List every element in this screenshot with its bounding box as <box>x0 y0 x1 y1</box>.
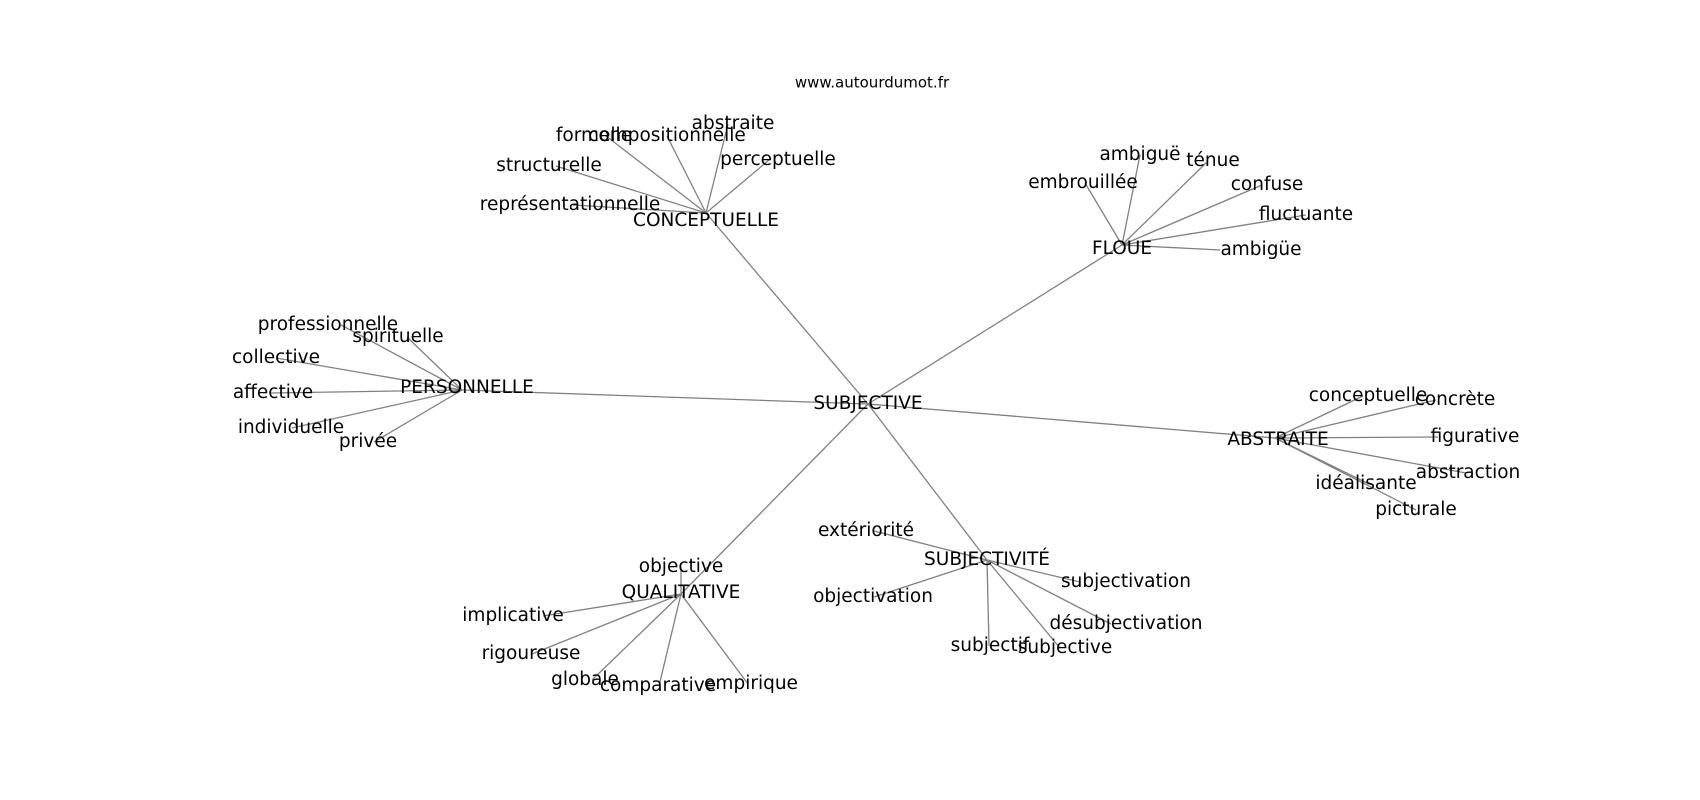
edge-subjectivite-leaf-5 <box>986 559 1061 649</box>
cluster-node-abstraite: ABSTRAITE <box>1227 429 1328 450</box>
leaf-node-abstraite-3: abstraction <box>1416 462 1521 483</box>
leaf-node-subjectivite-3: désubjectivation <box>1049 613 1202 634</box>
edge-floue-leaf-4 <box>1121 214 1307 246</box>
leaf-node-qualitative-3: globale <box>551 669 619 690</box>
edge-conceptuelle-leaf-4 <box>555 165 707 214</box>
edge-qualitative-leaf-1 <box>542 593 682 617</box>
leaf-node-conceptuelle-4: structurelle <box>496 155 602 176</box>
cluster-node-subjectivite: SUBJECTIVITÉ <box>924 548 1050 570</box>
leaf-node-abstraite-1: concrète <box>1415 389 1496 410</box>
edge-root-abstraite <box>867 403 1276 439</box>
edge-root-floue <box>867 244 1123 405</box>
leaf-node-abstraite-2: figurative <box>1431 426 1520 447</box>
edge-floue-leaf-2 <box>1084 182 1123 246</box>
leaf-node-conceptuelle-3: perceptuelle <box>720 149 836 170</box>
edge-subjectivite-leaf-4 <box>986 559 990 647</box>
leaf-node-qualitative-4: comparative <box>600 675 716 696</box>
edge-root-personnelle <box>461 389 869 405</box>
edge-subjectivite-leaf-1 <box>986 559 1081 583</box>
leaf-node-floue-0: ambiguë <box>1099 144 1180 165</box>
edge-abstraite-leaf-3 <box>1274 437 1467 474</box>
leaf-node-personnelle-2: collective <box>232 347 320 368</box>
cluster-node-personnelle: PERSONNELLE <box>400 377 534 398</box>
edge-root-subjectivite <box>867 403 988 561</box>
leaf-node-conceptuelle-5: représentationnelle <box>480 194 660 215</box>
edge-qualitative-leaf-5 <box>680 593 749 685</box>
leaf-node-abstraite-5: picturale <box>1375 499 1457 520</box>
edge-subjectivite-leaf-2 <box>873 559 988 598</box>
edge-qualitative-leaf-2 <box>531 593 682 655</box>
leaf-node-personnelle-0: professionnelle <box>258 314 398 335</box>
leaf-node-conceptuelle-1: compositionnelle <box>588 125 746 146</box>
edge-floue-leaf-1 <box>1121 160 1209 246</box>
edge-qualitative-leaf-4 <box>658 593 682 687</box>
leaf-node-conceptuelle-2: abstraite <box>692 113 775 134</box>
leaf-node-subjectivite-1: subjectivation <box>1061 571 1191 592</box>
edge-floue-leaf-0 <box>1121 154 1141 246</box>
leaf-node-floue-3: confuse <box>1231 174 1303 195</box>
edge-personnelle-leaf-1 <box>406 336 463 391</box>
edge-root-conceptuelle <box>705 212 869 405</box>
leaf-node-conceptuelle-0: formelle <box>556 125 632 146</box>
leaf-node-qualitative-1: implicative <box>462 605 563 626</box>
leaf-node-abstraite-0: conceptuelle <box>1309 385 1428 406</box>
root-node-label: SUBJECTIVE <box>813 393 922 414</box>
leaf-node-subjectivite-5: subjective <box>1018 637 1113 658</box>
leaf-node-qualitative-2: rigoureuse <box>482 643 581 664</box>
edge-subjectivite-leaf-0 <box>873 530 988 561</box>
site-url: www.autourdumot.fr <box>795 74 950 92</box>
leaf-node-qualitative-5: empirique <box>704 673 798 694</box>
edge-conceptuelle-leaf-1 <box>666 135 707 214</box>
leaf-node-floue-1: ténue <box>1186 150 1239 171</box>
edge-floue-leaf-5 <box>1121 244 1221 251</box>
labels-layer: www.autourdumot.fr SUBJECTIVE CONCEPTUELL… <box>232 74 1520 697</box>
edge-abstraite-leaf-2 <box>1274 436 1439 439</box>
cluster-node-qualitative: QUALITATIVE <box>622 582 741 603</box>
edge-floue-leaf-3 <box>1121 184 1263 246</box>
leaf-node-floue-4: fluctuante <box>1259 204 1353 225</box>
edge-root-qualitative <box>680 403 869 595</box>
edge-conceptuelle-leaf-5 <box>572 204 707 214</box>
leaf-node-personnelle-1: spirituelle <box>352 326 443 347</box>
edge-conceptuelle-leaf-3 <box>705 159 770 214</box>
leaf-node-personnelle-5: privée <box>339 431 397 452</box>
edge-personnelle-leaf-0 <box>340 324 463 391</box>
leaf-node-subjectivite-2: objectivation <box>813 586 933 607</box>
cluster-node-conceptuelle: CONCEPTUELLE <box>633 210 779 231</box>
edge-subjectivite-leaf-3 <box>986 559 1112 625</box>
edge-abstraite-leaf-5 <box>1274 437 1417 511</box>
edge-personnelle-leaf-4 <box>291 389 463 429</box>
edges-layer <box>270 123 1467 687</box>
edge-conceptuelle-leaf-2 <box>705 123 729 214</box>
leaf-node-subjectivite-0: extériorité <box>818 520 914 541</box>
edge-personnelle-leaf-2 <box>275 357 463 391</box>
edge-abstraite-leaf-0 <box>1274 395 1364 439</box>
edge-personnelle-leaf-5 <box>373 389 463 443</box>
leaf-node-floue-5: ambigüe <box>1220 239 1301 260</box>
edge-personnelle-leaf-3 <box>270 389 463 394</box>
edge-abstraite-leaf-1 <box>1274 399 1437 439</box>
leaf-node-personnelle-4: individuelle <box>238 417 344 438</box>
edge-conceptuelle-leaf-0 <box>605 135 707 214</box>
leaf-node-personnelle-3: affective <box>233 382 313 403</box>
edge-qualitative-leaf-3 <box>591 593 682 681</box>
leaf-node-subjectivite-4: subjectif <box>951 635 1030 656</box>
leaf-node-qualitative-0: objective <box>639 556 723 577</box>
leaf-node-abstraite-4: idéalisante <box>1315 473 1416 494</box>
cluster-node-floue: FLOUE <box>1092 238 1152 259</box>
leaf-node-floue-2: embrouillée <box>1028 172 1138 193</box>
